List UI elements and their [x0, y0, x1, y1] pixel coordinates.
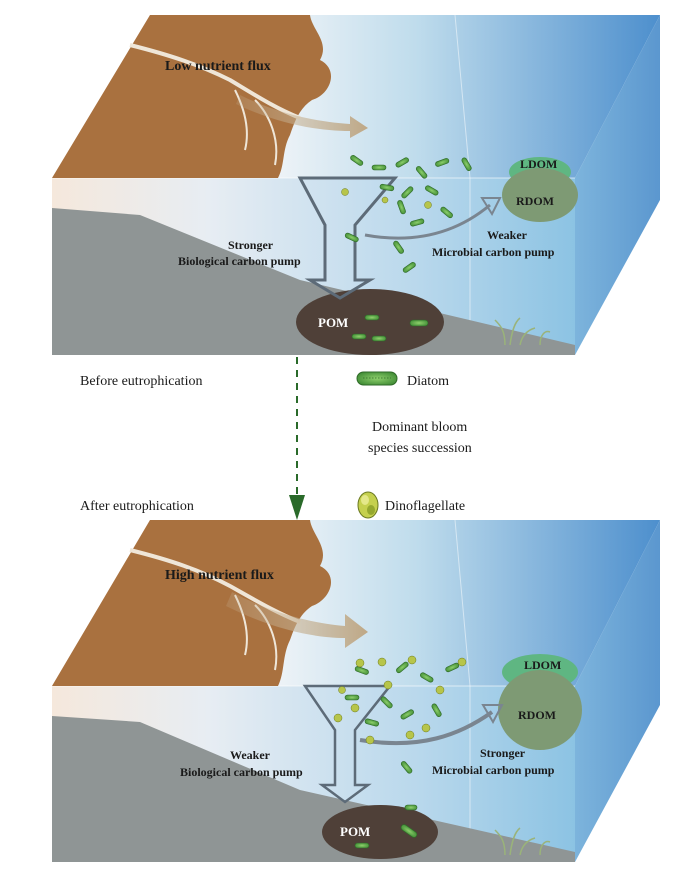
- seaweed: [494, 827, 551, 856]
- nutrient-flux-arrow: [236, 95, 368, 138]
- water-side: [575, 520, 660, 862]
- middle-legend: Before eutrophication After eutrophicati…: [80, 357, 472, 520]
- seaweed: [494, 317, 551, 346]
- diatom-label: Diatom: [407, 374, 449, 389]
- ldom-label: LDOM: [520, 157, 557, 171]
- nutrient-flux-label: Low nutrient flux: [165, 59, 271, 74]
- bcp-label-name: Biological carbon pump: [180, 765, 303, 779]
- pom-label: POM: [318, 315, 348, 330]
- water-side: [575, 15, 660, 355]
- rdom-ellipse: [498, 670, 582, 750]
- dinoflagellate-cluster: [341, 188, 432, 209]
- rdom-ellipse: [502, 168, 578, 222]
- panel-before: Low nutrient flux POM LDOM RDOM Stronger…: [52, 14, 660, 355]
- pom-label: POM: [340, 824, 370, 839]
- nutrient-flux-label: High nutrient flux: [165, 568, 274, 583]
- dinoflagellate-label: Dinoflagellate: [385, 499, 465, 514]
- microbial-pump-arrow: [364, 203, 491, 240]
- mcp-label-name: Microbial carbon pump: [432, 763, 555, 777]
- before-label: Before eutrophication: [80, 374, 202, 389]
- diatom-icon: [356, 371, 398, 386]
- bcp-label-strength: Stronger: [228, 238, 274, 252]
- land: [52, 15, 332, 178]
- pom-ellipse: [322, 805, 438, 859]
- dinoflagellate-icon: [357, 491, 379, 519]
- nutrient-flux-arrow: [226, 592, 368, 648]
- diatom-cluster: [344, 661, 460, 849]
- seabed: [52, 208, 575, 355]
- diatom-cluster: [344, 155, 472, 342]
- pom-ellipse: [296, 289, 444, 355]
- land: [52, 520, 332, 686]
- succession-line1: Dominant bloom: [372, 420, 467, 435]
- biological-pump-arrow: [302, 684, 393, 804]
- biological-pump-arrow: [297, 176, 399, 300]
- bcp-label-strength: Weaker: [230, 748, 271, 762]
- succession-line2: species succession: [368, 441, 472, 456]
- dinoflagellate-cluster: [333, 655, 467, 745]
- mcp-label-name: Microbial carbon pump: [432, 245, 555, 259]
- seabed: [52, 716, 575, 862]
- mcp-label-strength: Stronger: [480, 746, 526, 760]
- rdom-label: RDOM: [516, 194, 554, 208]
- mcp-label-strength: Weaker: [487, 228, 528, 242]
- transition-arrowhead: [289, 495, 305, 520]
- ldom-label: LDOM: [524, 658, 561, 672]
- microbial-pump-arrow: [359, 710, 494, 746]
- after-label: After eutrophication: [80, 499, 194, 514]
- panel-after: High nutrient flux POM LDOM RDOM Weaker …: [52, 519, 660, 862]
- rdom-label: RDOM: [518, 708, 556, 722]
- bcp-label-name: Biological carbon pump: [178, 254, 301, 268]
